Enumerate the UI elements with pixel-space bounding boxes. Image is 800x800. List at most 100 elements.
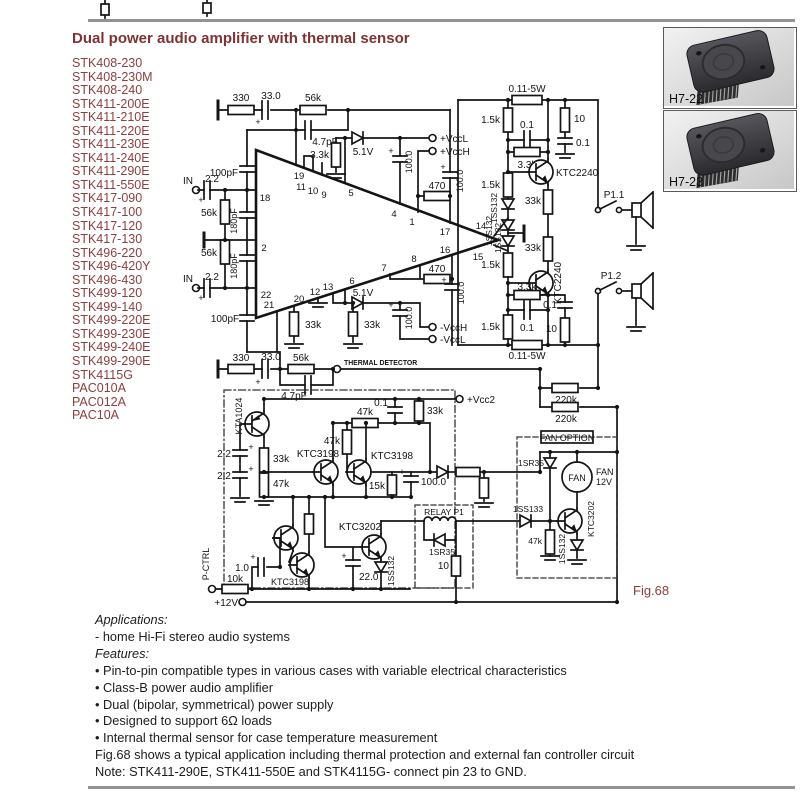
polarity-plus: + [341,551,346,561]
part-number: STK408-230M [72,69,153,84]
zener-label: 5.1V [353,288,374,299]
speaker-outputs: P1.1 P1.2 [594,190,654,389]
transistor-label: KTC3202 [339,522,382,533]
resistor-label: 47k [273,479,290,490]
resistor-label: 33k [525,196,542,207]
fan-option-box: FAN OPTION 1SR35 47k FAN FAN 12V KTC3202… [516,430,618,579]
pin-label: 6 [349,276,354,287]
resistor-label: 10 [546,324,558,335]
supply-terminal-label: +VccL [440,134,469,145]
transistor-label: KTC2240 [553,261,564,304]
part-number-list: STK408-230 STK408-230M STK408-240 STK411… [72,56,153,423]
capacitor-label: 0.1 [543,300,557,311]
part-number: STK408-230 [72,56,143,70]
package-photo-h7-22: H7-22 [663,27,797,109]
applications-heading: Applications: [95,612,168,627]
polarity-plus: + [248,464,253,474]
package-label: H7-22 [669,92,704,106]
fan-rating-label: 12V [596,477,612,487]
polarity-plus: + [255,117,260,127]
capacitor-label: 0.1 [520,120,534,131]
part-number: STK417-100 [72,205,143,220]
pin-label: 14 [476,221,487,232]
fan-option-label: FAN OPTION [540,433,595,443]
capacitor-label: 100.0 [404,151,414,174]
relay-contact-label: P1.2 [601,271,622,282]
resistor-label: 220k [555,395,578,406]
pin-label: 21 [264,300,275,311]
part-number: STK499-140 [72,299,143,314]
resistor-label: 1.5k [481,115,501,126]
feature-item: • Internal thermal sensor for case tempe… [95,730,438,746]
resistor-label: 33k [364,320,381,331]
part-number: STK499-240E [72,340,151,355]
feature-item: • Pin-to-pin compatible types in various… [95,662,567,678]
resistor-label: 470 [429,264,446,275]
diode-label: 1SR35 [429,547,455,557]
capacitor-label: 4.7pF [281,391,307,402]
resistor-label: 330 [233,93,250,104]
capacitor-label: 2.2 [217,449,231,460]
capacitor-label: 180pF [229,208,239,234]
thermal-detector-label: THERMAL DETECTOR [344,360,417,367]
pin-label: 13 [323,282,334,293]
supply-terminal-label: -VccH [440,323,467,334]
footer-text: Applications: - home Hi-Fi stereo audio … [95,612,785,781]
capacitor-label: 33.0 [261,91,281,102]
part-number: STK499-120 [72,286,143,301]
part-number: STK499-230E [72,326,151,341]
pin-label: 5 [348,188,353,199]
supply-terminal-label: +12V [214,598,238,609]
polarity-plus: + [399,467,404,477]
resistor-label: 0.11-5W [508,351,546,362]
feature-item: • Class-B power audio amplifier [95,679,274,695]
capacitor-label: 22.0 [359,572,379,583]
capacitor-label: 33.0 [261,352,281,363]
pin-label: 16 [440,245,451,256]
pin-label: 10 [308,186,319,197]
polarity-plus: + [441,275,446,285]
control-block: +Vcc2 KTA1024 2.2 2.2 + + 33k 47k 0.1 33… [201,389,541,595]
capacitor-label: 100.0 [456,282,466,305]
module-body-image [686,113,775,189]
resistor-label: 0.11-5W [508,84,546,95]
part-number: STK411-550E [72,177,150,192]
transistor-label: KTC3198 [297,449,340,460]
mount-hole [759,65,766,70]
features-heading: Features: [95,645,150,661]
capacitor-label: 100.0 [404,307,414,330]
part-number: STK411-240E [72,150,150,165]
part-number: PAC10A [72,408,120,423]
resistor-label: 56k [305,93,322,104]
figure-note: Fig.68 shows a typical application inclu… [95,747,635,763]
pin-label: 8 [411,254,416,265]
capacitor-label: 2.2 [217,471,231,482]
diode-label: 1SS132 [386,556,396,587]
supply-network-bottom: 5.1V 33k + 100.0 -VccH -VccL 470 + 100.0… [284,254,467,349]
applications-item: - home Hi-Fi stereo audio systems [95,628,290,644]
control-input-label: P-CTRL [201,548,211,581]
pin-numbers: 19 11 10 9 18 2 22 21 20 12 13 6 5 4 1 1… [260,155,487,311]
part-number: STK4115G [72,367,133,382]
resistor-label: 33k [525,243,542,254]
input-terminal-label: IN [183,176,193,187]
figure-caption: Fig.68 [633,583,670,598]
diode-label: 1SS133 [513,504,544,514]
page-edge-artifacts [100,0,212,19]
diode-label: 1SS132 [493,223,503,254]
resistor-label: 33k [427,406,444,417]
relay-box: RELAY P1 1SR35 10 1SS133 [380,504,558,603]
capacitor-label: 0.1 [374,398,388,409]
resistor-label: 47k [528,536,542,546]
diode-label: 1SR35 [518,458,544,468]
mount-hole [696,134,702,139]
part-number: STK496-220 [72,245,143,260]
resistor-label: 3.3k [310,150,330,161]
feature-item: • Designed to support 6Ω loads [95,713,272,729]
resistor-label: 47k [357,407,374,418]
polarity-plus: + [388,146,393,156]
resistor-label: 10 [574,114,586,125]
resistor-label: 3.3k [518,282,538,293]
bottom-rule [88,786,795,789]
